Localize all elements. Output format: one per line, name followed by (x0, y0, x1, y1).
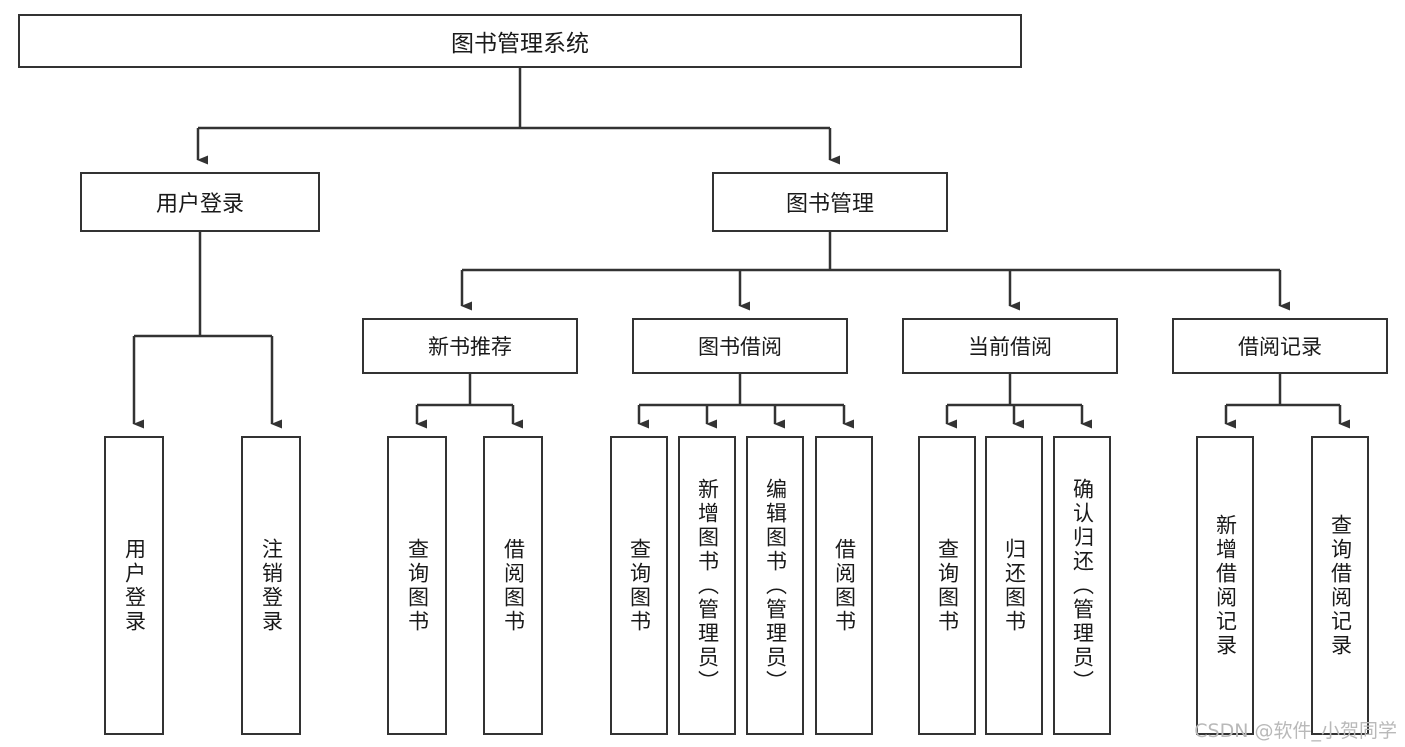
node-label: 新增图书（管理员） (695, 477, 720, 694)
node-label: 图书管理 (785, 192, 874, 217)
node-label: 借阅图书 (832, 537, 857, 634)
node-label: 借阅图书 (501, 537, 526, 634)
node-label: 查询借阅记录 (1328, 513, 1353, 658)
node-leaf-0[interactable]: 用户登录 (104, 436, 164, 735)
node-leaf-10[interactable]: 确认归还（管理员） (1053, 436, 1111, 735)
node-label: 新增借阅记录 (1213, 513, 1238, 658)
node-leaf-2[interactable]: 查询图书 (387, 436, 447, 735)
node-level1-0[interactable]: 用户登录 (80, 172, 320, 232)
node-label: 新书推荐 (428, 335, 512, 359)
node-label: 查询图书 (935, 537, 960, 634)
node-label: 归还图书 (1002, 537, 1027, 634)
node-level2-0[interactable]: 新书推荐 (362, 318, 578, 374)
node-label: 借阅记录 (1238, 335, 1322, 359)
node-level2-3[interactable]: 借阅记录 (1172, 318, 1388, 374)
node-root-图书管理系统[interactable]: 图书管理系统 (18, 14, 1022, 68)
node-leaf-5[interactable]: 新增图书（管理员） (678, 436, 736, 735)
node-label: 查询图书 (405, 537, 430, 634)
node-level1-1[interactable]: 图书管理 (712, 172, 948, 232)
node-level2-2[interactable]: 当前借阅 (902, 318, 1118, 374)
node-leaf-6[interactable]: 编辑图书（管理员） (746, 436, 804, 735)
node-leaf-11[interactable]: 新增借阅记录 (1196, 436, 1254, 735)
csdn-watermark: CSDN @软件_小贺同学 (1194, 720, 1397, 742)
node-label: 确认归还（管理员） (1070, 477, 1095, 694)
node-leaf-1[interactable]: 注销登录 (241, 436, 301, 735)
node-leaf-8[interactable]: 查询图书 (918, 436, 976, 735)
node-label: 图书管理系统 (451, 31, 589, 57)
node-label: 用户登录 (122, 537, 147, 634)
node-leaf-12[interactable]: 查询借阅记录 (1311, 436, 1369, 735)
node-leaf-4[interactable]: 查询图书 (610, 436, 668, 735)
node-label: 图书借阅 (698, 335, 782, 359)
node-label: 编辑图书（管理员） (763, 477, 788, 694)
node-leaf-7[interactable]: 借阅图书 (815, 436, 873, 735)
node-label: 注销登录 (259, 537, 284, 634)
node-label: 查询图书 (627, 537, 652, 634)
node-label: 用户登录 (155, 192, 244, 217)
node-level2-1[interactable]: 图书借阅 (632, 318, 848, 374)
node-leaf-3[interactable]: 借阅图书 (483, 436, 543, 735)
node-leaf-9[interactable]: 归还图书 (985, 436, 1043, 735)
node-label: 当前借阅 (968, 335, 1052, 359)
